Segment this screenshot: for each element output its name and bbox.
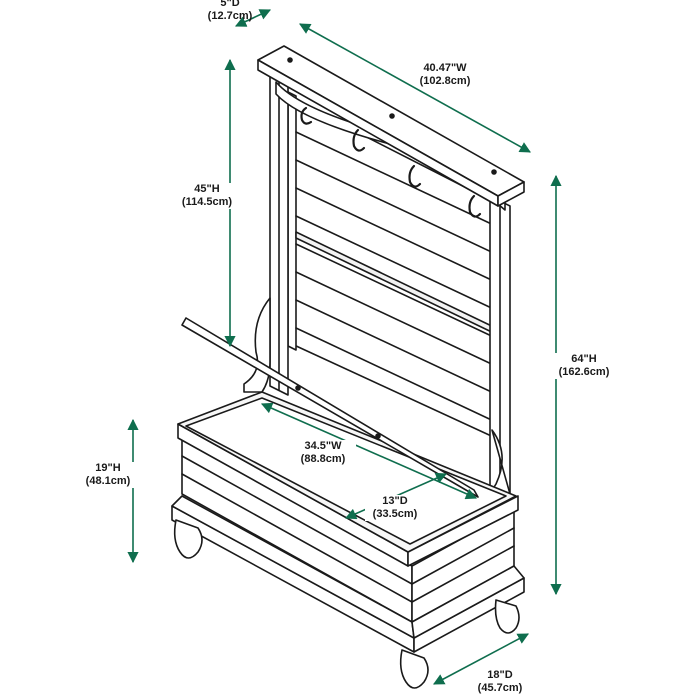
overall-width-metric: (102.8cm) [419, 75, 471, 87]
shelf-depth-metric: (12.7cm) [207, 10, 253, 22]
left-arm [243, 297, 271, 393]
overall-height-label: 64"H (162.6cm) [554, 353, 614, 379]
overall-width-line [299, 23, 531, 153]
seat-height-label: 19"H (48.1cm) [78, 462, 138, 488]
overall-width-imperial: 40.47"W [423, 62, 467, 74]
left-post [269, 71, 289, 396]
storage-width-label: 34.5"W (88.8cm) [290, 440, 356, 466]
overall-depth-line [433, 633, 529, 685]
shelf-depth-imperial: 5"D [220, 0, 240, 9]
hall-tree-bench [171, 45, 525, 689]
back-height-metric: (114.5cm) [181, 196, 233, 208]
overall-depth-metric: (45.7cm) [477, 682, 523, 694]
overall-height-imperial: 64"H [571, 353, 597, 365]
shelf-depth-line [234, 9, 272, 27]
storage-depth-imperial: 13"D [382, 495, 408, 507]
back-height-imperial: 45"H [194, 183, 220, 195]
shelf-depth-label: 5"D (12.7cm) [203, 0, 257, 23]
storage-width-imperial: 34.5"W [304, 440, 342, 452]
storage-depth-label: 13"D (33.5cm) [365, 495, 425, 521]
overall-height-metric: (162.6cm) [558, 366, 610, 378]
storage-width-metric: (88.8cm) [300, 453, 346, 465]
back-height-label: 45"H (114.5cm) [176, 183, 238, 209]
seat-height-metric: (48.1cm) [85, 475, 131, 487]
overall-width-label: 40.47"W (102.8cm) [412, 62, 478, 88]
bench-body [171, 423, 525, 653]
storage-depth-metric: (33.5cm) [372, 508, 418, 520]
overall-depth-imperial: 18"D [487, 669, 513, 681]
bun-feet [173, 519, 520, 689]
overall-depth-label: 18"D (45.7cm) [470, 669, 530, 695]
seat-height-imperial: 19"H [95, 462, 121, 474]
